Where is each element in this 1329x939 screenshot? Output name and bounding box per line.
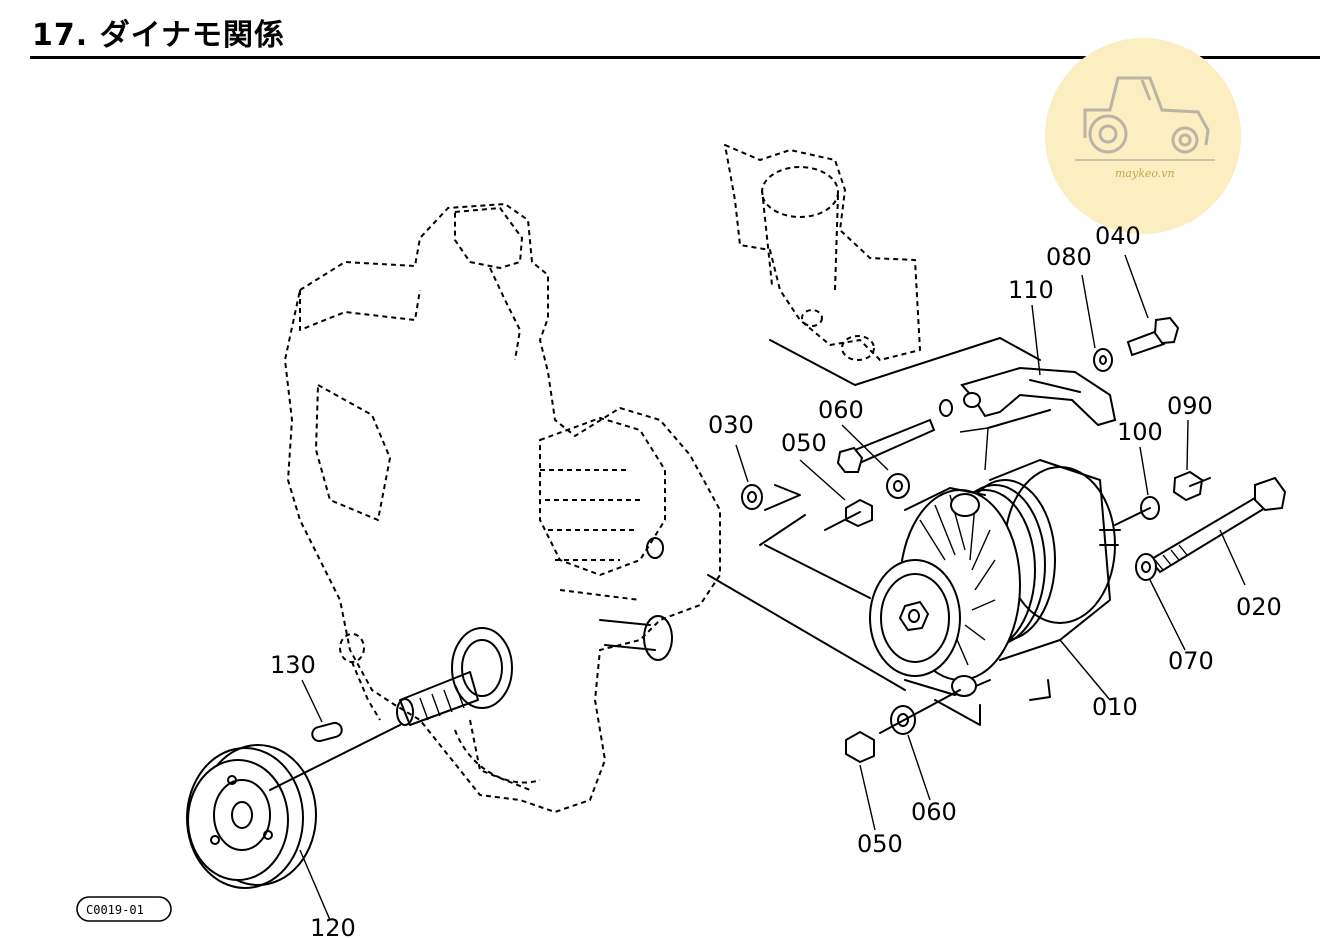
adjusting-bracket [960,366,1117,427]
callout-050-bottom: 050 [857,830,903,858]
nut-090 [1172,470,1204,502]
watermark-logo: maykeo.vn [1045,38,1241,234]
tractor-icon [1075,76,1215,161]
callout-060-bottom: 060 [911,798,957,826]
long-bolt [1148,476,1287,574]
key-130 [311,721,343,743]
figure-ref-label: C0019-01 [86,903,144,917]
page-title: 17. ダイナモ関係 [32,18,285,53]
callout-050-top: 050 [781,429,827,457]
callout-020: 020 [1236,593,1282,621]
watermark-circle [1045,38,1241,234]
crankshaft [396,671,479,726]
thermostat-housing [724,144,1041,386]
callout-130: 130 [270,651,316,679]
bolt-upper-mount [836,418,936,473]
callout-030: 030 [708,411,754,439]
nut-050-bottom [845,730,875,764]
alternator [869,459,1121,697]
washer-080 [1093,348,1113,372]
leader-lines [269,254,1246,921]
callouts: 010 020 030 040 050 050 060 060 070 080 … [270,222,1282,939]
washer-110 [939,399,953,417]
washer-060-top [886,473,910,499]
callout-040: 040 [1095,222,1141,250]
callout-110: 110 [1008,276,1054,304]
hardware [311,348,1204,764]
callout-100: 100 [1117,418,1163,446]
title-rule [30,56,1320,59]
callout-090: 090 [1167,392,1213,420]
gear-case [284,203,721,813]
callout-120: 120 [310,914,356,939]
callout-080: 080 [1046,243,1092,271]
callout-070: 070 [1168,647,1214,675]
bolt-040 [1126,316,1180,357]
washer-030 [741,484,763,510]
callout-060-top: 060 [818,396,864,424]
watermark-text: maykeo.vn [1115,167,1175,180]
washer-070 [1135,553,1157,581]
callout-010: 010 [1092,693,1138,721]
crank-pulley [186,744,317,889]
figure-ref: C0019-01 [76,896,172,922]
